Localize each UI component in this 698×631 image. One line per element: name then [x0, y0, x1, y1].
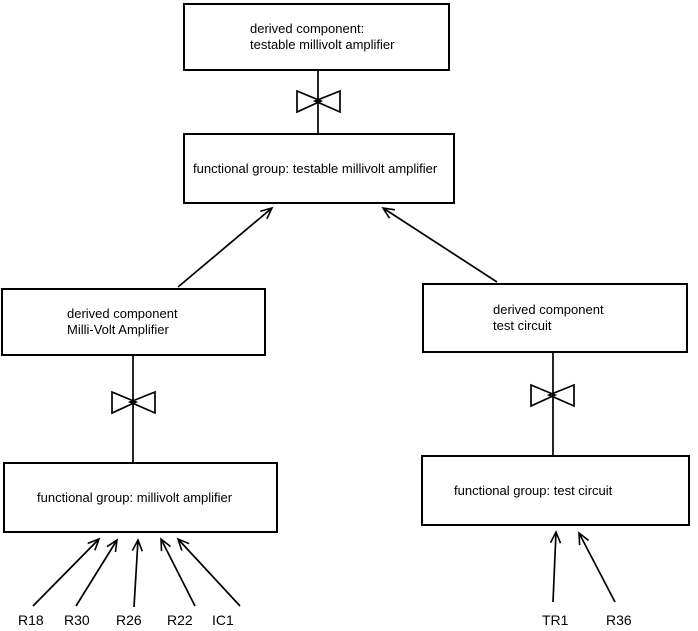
arrow-r36	[578, 531, 616, 603]
component-label-r26: R26	[116, 612, 142, 628]
box-functional-group-test-circuit: functional group: test circuit	[421, 455, 690, 526]
component-label-tr1: TR1	[542, 612, 569, 628]
component-label-r18: R18	[18, 612, 44, 628]
component-label-r36: R36	[606, 612, 632, 628]
box-text-line: functional group: testable millivolt amp…	[193, 160, 438, 176]
component-label-r30: R30	[64, 612, 90, 628]
arrow-derived-test-to-functional-testable	[381, 206, 498, 283]
box-text-line: test circuit	[493, 318, 552, 333]
arrow-r30	[75, 538, 119, 607]
bowtie-decomposition-icon	[111, 390, 156, 415]
arrow-derived-mv-to-functional-testable	[177, 206, 274, 288]
arrow-r22	[160, 537, 196, 607]
box-text-line: Milli-Volt Amplifier	[67, 322, 169, 337]
box-derived-component-testable-millivolt-amplifier: derived component: testable millivolt am…	[183, 3, 450, 71]
box-text-line: derived component	[67, 306, 178, 321]
box-text-line: derived component	[493, 302, 604, 317]
box-text-line: derived component:	[250, 21, 365, 36]
box-functional-group-millivolt-amplifier: functional group: millivolt amplifier	[3, 462, 278, 533]
box-derived-component-milli-volt-amplifier: derived component Milli-Volt Amplifier	[1, 288, 266, 356]
box-text-line: functional group: test circuit	[454, 482, 613, 498]
bowtie-decomposition-icon	[530, 383, 575, 408]
box-text-line: testable millivolt amplifier	[250, 37, 395, 52]
arrow-r26	[131, 538, 144, 608]
bowtie-decomposition-icon	[296, 89, 341, 114]
box-text-line: functional group: millivolt amplifier	[37, 489, 233, 505]
component-label-ic1: IC1	[212, 612, 234, 628]
arrow-ic1	[176, 537, 241, 607]
arrow-tr1	[549, 530, 562, 603]
arrow-r18	[32, 537, 101, 607]
box-functional-group-testable-millivolt-amplifier: functional group: testable millivolt amp…	[183, 133, 455, 204]
box-derived-component-test-circuit: derived component test circuit	[422, 283, 688, 353]
component-label-r22: R22	[167, 612, 193, 628]
